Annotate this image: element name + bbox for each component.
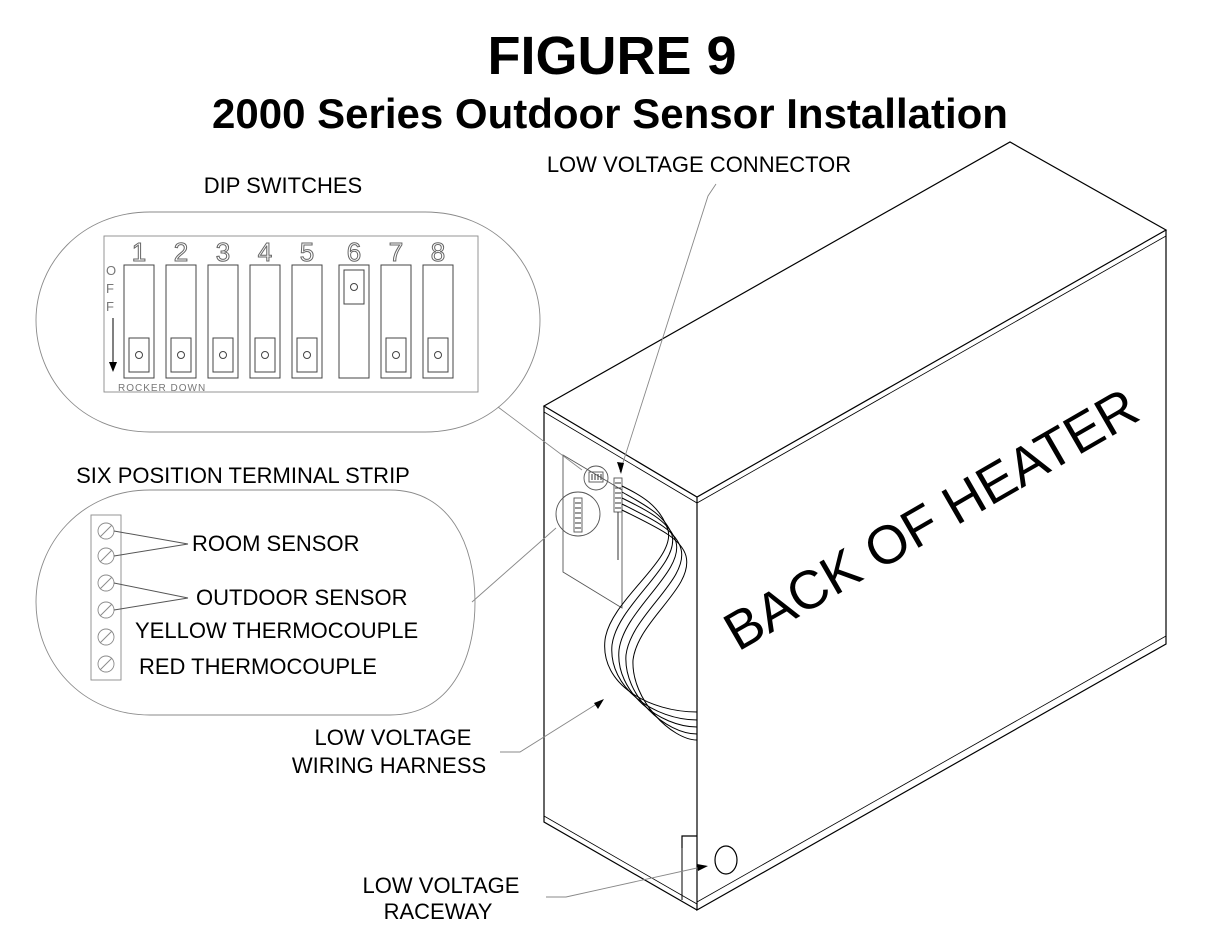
wiring-harness xyxy=(604,485,698,741)
dip-switch-6[interactable]: 6 xyxy=(338,237,370,379)
off-letter-f1: F xyxy=(106,281,114,296)
dip-switch-rocker xyxy=(385,337,407,373)
dip-switch-5[interactable]: 5 xyxy=(291,237,323,379)
control-board xyxy=(555,454,623,609)
dip-switch-detail-bubble xyxy=(35,211,541,433)
rocker-dot-icon xyxy=(219,351,227,359)
dip-switch-rocker xyxy=(128,337,150,373)
dip-switch-body xyxy=(338,264,370,379)
dip-switch-rocker xyxy=(212,337,234,373)
dip-switch-rocker xyxy=(254,337,276,373)
rocker-dot-icon xyxy=(350,283,358,291)
dip-switch-number: 7 xyxy=(389,237,403,267)
dip-switch-2[interactable]: 2 xyxy=(165,237,197,379)
screw-icon xyxy=(97,547,115,565)
terminal-strip-callout-circle xyxy=(555,491,601,537)
dip-switch-body xyxy=(249,264,281,379)
rocker-dot-icon xyxy=(261,351,269,359)
terminal-leader-lines xyxy=(113,530,189,611)
dip-switch-number: 8 xyxy=(431,237,445,267)
terminal-strip-detail-bubble xyxy=(35,489,476,716)
dip-switch-8[interactable]: 8 xyxy=(422,237,454,379)
arrow-down-icon xyxy=(109,362,117,372)
leader-lines xyxy=(471,183,717,898)
raceway-opening xyxy=(714,845,738,875)
heater-right-face xyxy=(696,230,1167,912)
dip-switch-icon xyxy=(588,471,604,483)
outdoor-sensor-label: OUTDOOR SENSOR xyxy=(196,585,407,610)
rocker-dot-icon xyxy=(135,351,143,359)
screw-icon xyxy=(97,574,115,592)
dip-switch-body xyxy=(422,264,454,379)
dip-switch-rocker xyxy=(296,337,318,373)
room-sensor-label: ROOM SENSOR xyxy=(192,531,359,556)
terminal-strip-icon xyxy=(573,497,583,533)
dip-switch-number: 1 xyxy=(132,237,146,267)
low-voltage-connector-label: LOW VOLTAGE CONNECTOR xyxy=(547,152,851,177)
dip-switch-rocker xyxy=(170,337,192,373)
raceway-label-line1: LOW VOLTAGE xyxy=(363,873,520,898)
heater-back-face xyxy=(543,406,698,911)
terminal-strip-block xyxy=(90,514,122,681)
dip-switch-number: 2 xyxy=(174,237,188,267)
rocker-dot-icon xyxy=(392,351,400,359)
dip-switch-7[interactable]: 7 xyxy=(380,237,412,379)
harness-label-line1: LOW VOLTAGE xyxy=(315,725,472,750)
figure-title: FIGURE 9 xyxy=(487,26,736,86)
screw-icon xyxy=(97,522,115,540)
terminal-screws xyxy=(97,522,115,673)
off-letter-o: O xyxy=(106,263,116,278)
screw-icon xyxy=(97,601,115,619)
raceway-label-line2: RACEWAY xyxy=(384,899,493,924)
off-indicator: O F F xyxy=(106,263,117,372)
dip-switch-number: 4 xyxy=(258,237,272,267)
screw-icon xyxy=(97,628,115,646)
dip-switch-body xyxy=(291,264,323,379)
heater-cabinet: BACK OF HEATER xyxy=(542,141,1168,912)
dip-switch-3[interactable]: 3 xyxy=(207,237,239,379)
rocker-dot-icon xyxy=(434,351,442,359)
back-of-heater-label: BACK OF HEATER xyxy=(714,377,1149,663)
yellow-thermocouple-label: YELLOW THERMOCOUPLE xyxy=(135,618,418,643)
harness-label-line2: WIRING HARNESS xyxy=(292,753,486,778)
figure-subtitle: 2000 Series Outdoor Sensor Installation xyxy=(212,90,1008,137)
dip-switches-heading: DIP SWITCHES xyxy=(204,173,363,198)
terminal-strip-heading: SIX POSITION TERMINAL STRIP xyxy=(76,463,410,488)
screw-icon xyxy=(97,655,115,673)
dip-switch-body xyxy=(207,264,239,379)
rocker-dot-icon xyxy=(177,351,185,359)
dip-switch-number: 3 xyxy=(216,237,230,267)
rocker-down-label: ROCKER DOWN xyxy=(118,383,206,394)
dip-switch-body xyxy=(165,264,197,379)
rocker-dot-icon xyxy=(303,351,311,359)
off-letter-f2: F xyxy=(106,299,114,314)
dip-switch-body xyxy=(123,264,155,379)
dip-switch-rocker xyxy=(427,337,449,373)
dip-switch-rocker xyxy=(343,269,365,305)
dip-switch-block xyxy=(103,235,479,393)
dip-switch-4[interactable]: 4 xyxy=(249,237,281,379)
low-voltage-raceway xyxy=(681,835,738,900)
red-thermocouple-label: RED THERMOCOUPLE xyxy=(139,654,377,679)
dip-switch-body xyxy=(380,264,412,379)
dip-switch-number: 6 xyxy=(347,237,361,267)
dip-switch-number: 5 xyxy=(300,237,314,267)
dip-switch-1[interactable]: 1 xyxy=(123,237,155,379)
